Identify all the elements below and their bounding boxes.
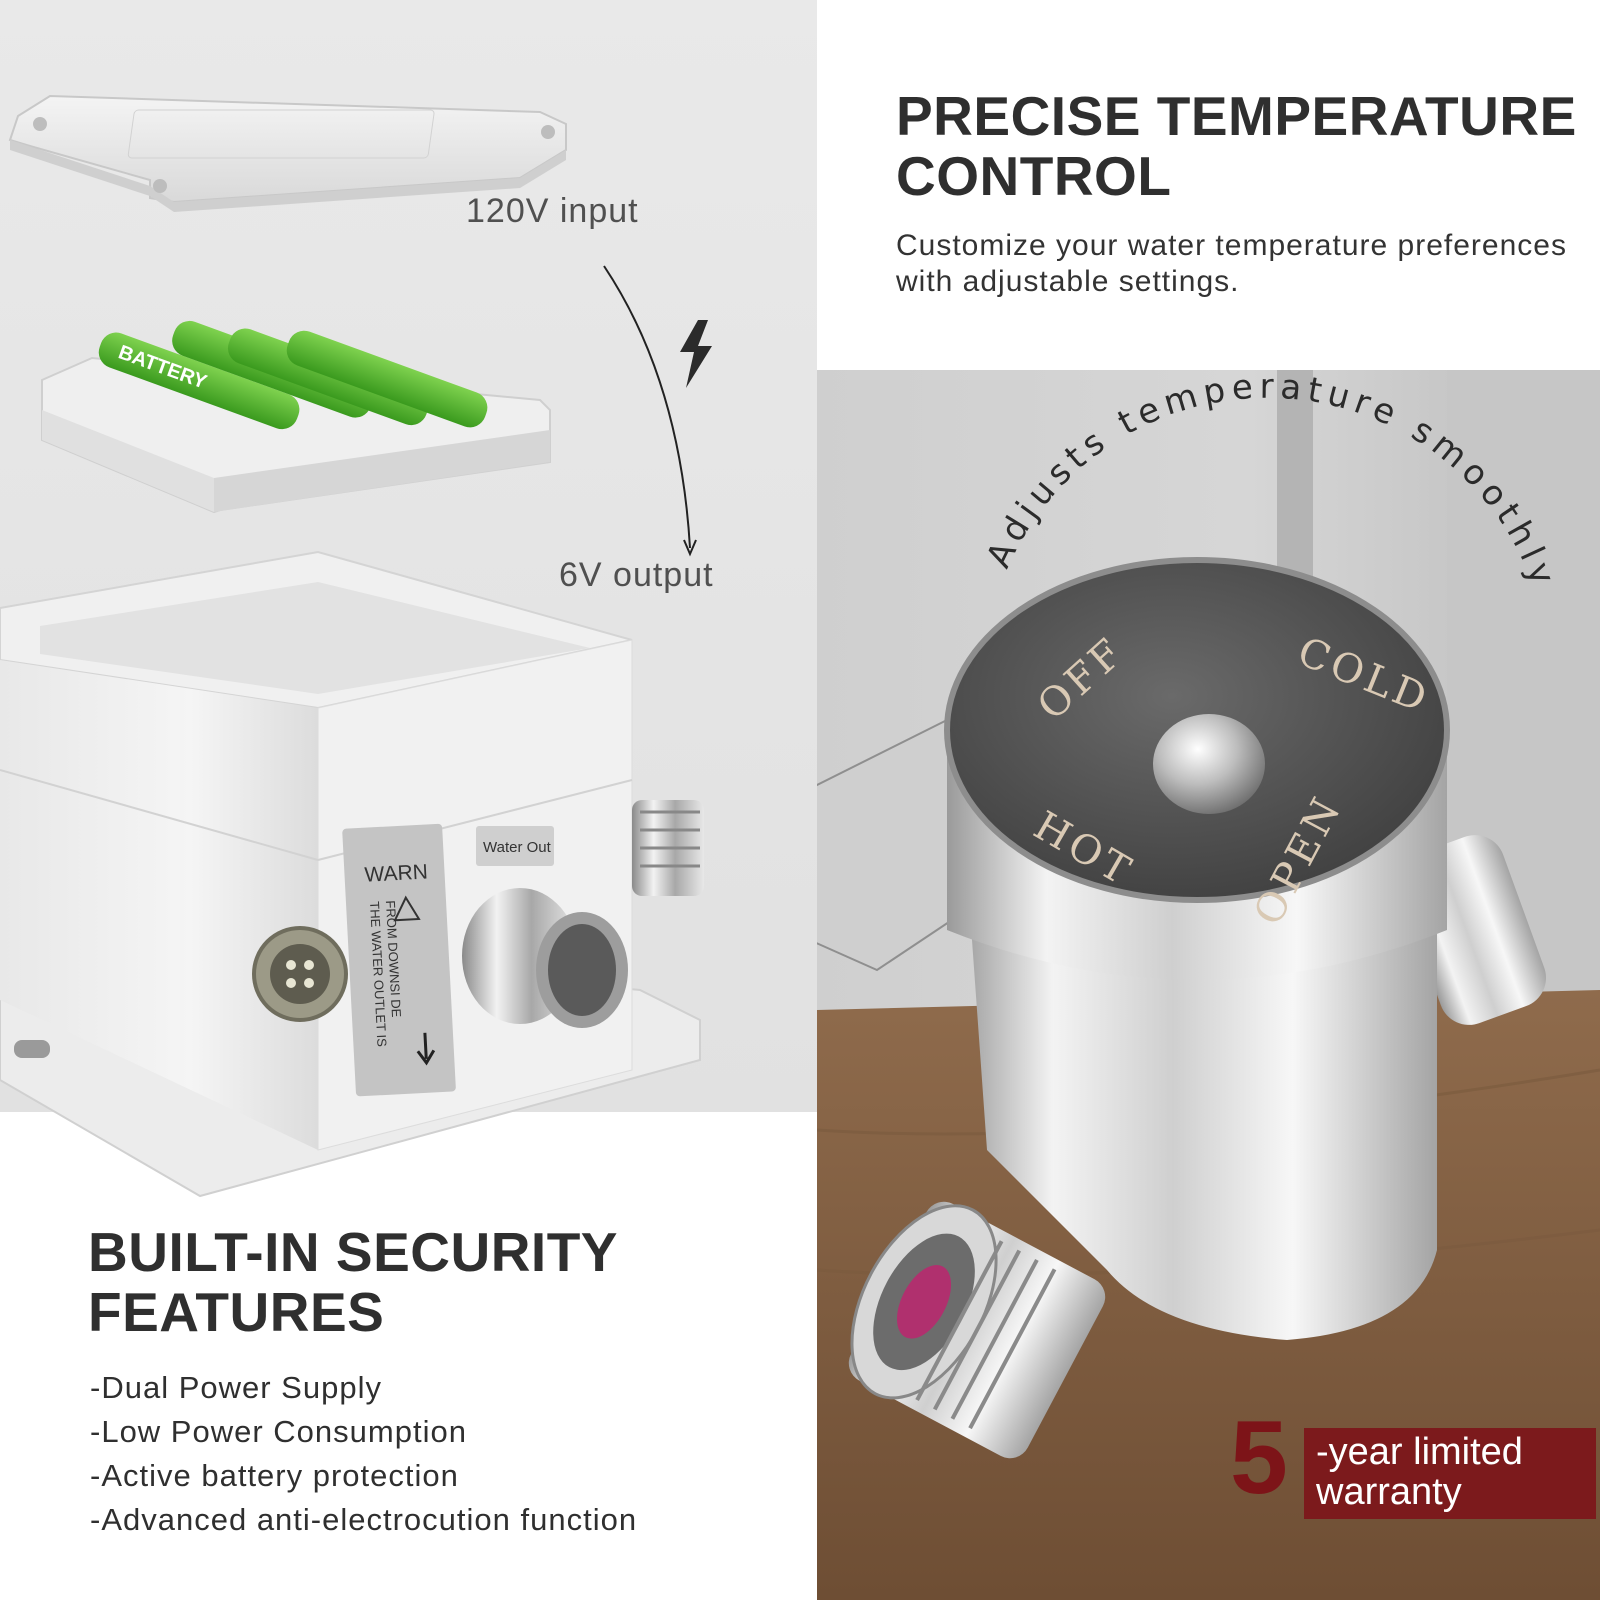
water-out-tag [476,826,554,866]
feature-item: -Advanced anti-electrocution function [90,1502,638,1537]
water-out-label: Water Out [483,839,552,856]
dial-knob [1153,714,1265,814]
warning-triangle-icon [393,895,421,922]
temperature-heading: PRECISE TEMPERATURE CONTROL [896,86,1577,206]
warranty-text-box: -year limited warranty [1304,1428,1596,1519]
control-box-illustration: BATTERY WARN THE WATER OUTLET IS FROM DO… [0,94,712,1198]
power-flow-arrow [603,265,691,549]
cover-lid [8,94,567,212]
feature-list: -Dual Power Supply -Low Power Consumptio… [90,1366,637,1542]
left-panel-text-area [0,1112,817,1600]
warranty-number: 5 [1230,1400,1288,1516]
security-heading-line-1: BUILT-IN SECURITY [88,1221,618,1283]
input-voltage-label: 120V input [466,192,639,230]
warranty-line-2: warranty [1316,1471,1462,1513]
warranty-line-1: -year limited [1316,1431,1523,1473]
warning-sticker [342,823,456,1097]
down-arrow-icon [416,1032,436,1066]
control-box: WARN THE WATER OUTLET IS FROM DOWNSI DE … [0,550,704,1198]
battery-tray: BATTERY [41,320,551,514]
lightning-icon [680,320,712,388]
temperature-description: Customize your water temperature prefere… [896,229,1567,298]
temperature-heading-line-2: CONTROL [896,145,1172,207]
warn-line-2: FROM DOWNSI DE [383,900,404,1018]
warn-title: WARN [364,860,429,886]
feature-item: -Low Power Consumption [90,1414,467,1449]
feature-item: -Dual Power Supply [90,1370,382,1405]
mixing-valve-photo: Adjusts temperature smoothly COLD OFF HO… [817,370,1600,1600]
temperature-heading-line-1: PRECISE TEMPERATURE [896,85,1577,147]
output-voltage-label: 6V output [559,556,714,594]
security-heading: BUILT-IN SECURITY FEATURES [88,1222,618,1342]
security-heading-line-2: FEATURES [88,1281,385,1343]
feature-item: -Active battery protection [90,1458,459,1493]
